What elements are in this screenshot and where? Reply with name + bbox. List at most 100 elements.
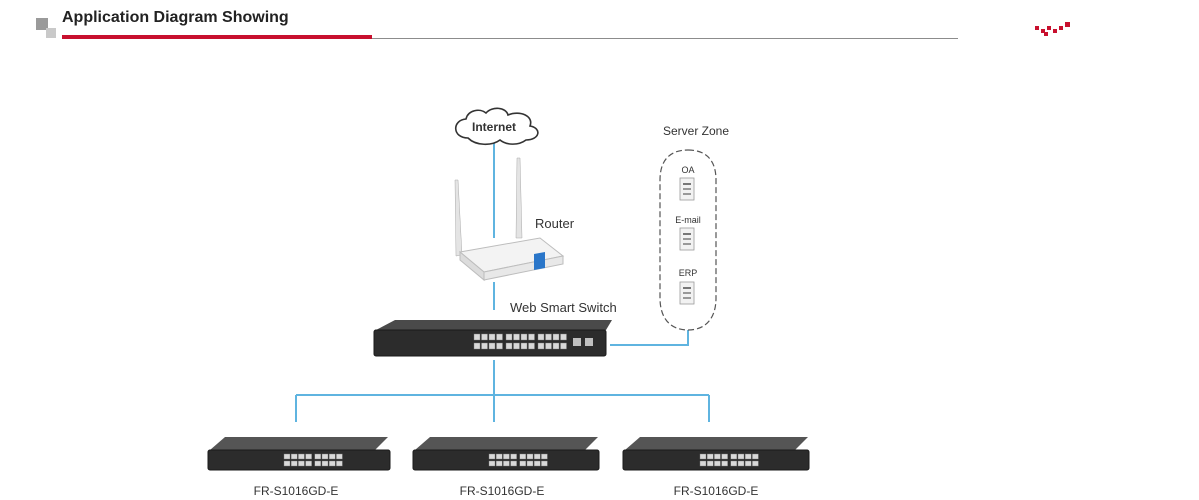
port bbox=[730, 453, 737, 460]
port bbox=[541, 460, 548, 467]
access-switch-3: FR-S1016GD-E bbox=[622, 437, 810, 498]
server-oa: OA bbox=[679, 165, 695, 201]
port bbox=[714, 453, 721, 460]
port bbox=[560, 333, 567, 341]
port bbox=[707, 453, 714, 460]
port bbox=[745, 460, 752, 467]
port bbox=[329, 460, 336, 467]
port bbox=[298, 460, 305, 467]
port bbox=[752, 453, 759, 460]
port bbox=[503, 453, 510, 460]
access-switch-3-icon bbox=[622, 437, 810, 471]
server-email-label: E-mail bbox=[675, 215, 701, 225]
router-label: Router bbox=[535, 216, 575, 231]
server-oa-icon bbox=[679, 177, 695, 201]
port bbox=[534, 460, 541, 467]
port bbox=[752, 460, 759, 467]
server-oa-label: OA bbox=[681, 165, 694, 175]
port bbox=[513, 333, 520, 341]
server-erp-label: ERP bbox=[679, 268, 698, 278]
access-switch-2-label: FR-S1016GD-E bbox=[460, 484, 545, 498]
port bbox=[513, 342, 520, 350]
server-zone bbox=[659, 149, 717, 331]
port bbox=[545, 333, 552, 341]
header-bullet-dark bbox=[36, 18, 48, 30]
port bbox=[503, 460, 510, 467]
port bbox=[707, 460, 714, 467]
port bbox=[721, 453, 728, 460]
port bbox=[496, 342, 503, 350]
port bbox=[520, 333, 528, 341]
server-erp: ERP bbox=[679, 268, 698, 305]
port bbox=[496, 333, 503, 341]
port bbox=[537, 333, 545, 341]
header-divider bbox=[372, 38, 958, 39]
access-switch-1-label: FR-S1016GD-E bbox=[254, 484, 339, 498]
port bbox=[305, 460, 312, 467]
port bbox=[314, 453, 321, 460]
core-switch-icon bbox=[373, 320, 612, 357]
port bbox=[552, 333, 560, 341]
port bbox=[488, 333, 496, 341]
port bbox=[560, 342, 567, 350]
port bbox=[291, 453, 298, 460]
port bbox=[730, 460, 737, 467]
server-zone-title: Server Zone bbox=[663, 124, 729, 138]
port bbox=[537, 342, 545, 350]
internet-label: Internet bbox=[472, 120, 516, 134]
port bbox=[552, 342, 560, 350]
server-email-icon bbox=[679, 227, 695, 251]
port bbox=[721, 460, 728, 467]
access-switch-2-icon bbox=[412, 437, 600, 471]
port bbox=[321, 453, 329, 460]
port bbox=[283, 460, 291, 467]
port bbox=[510, 460, 517, 467]
port bbox=[534, 453, 541, 460]
link-switch-server-zone bbox=[610, 330, 689, 346]
port bbox=[714, 460, 721, 467]
port bbox=[321, 460, 329, 467]
page-title: Application Diagram Showing bbox=[62, 9, 289, 26]
server-erp-icon bbox=[679, 281, 695, 305]
header-bullet-light bbox=[46, 28, 56, 38]
port bbox=[481, 333, 488, 341]
port bbox=[526, 460, 534, 467]
network-links bbox=[295, 140, 710, 422]
port bbox=[528, 342, 535, 350]
port bbox=[291, 460, 298, 467]
port bbox=[481, 342, 488, 350]
internet-cloud-icon: Internet bbox=[454, 107, 539, 146]
port bbox=[520, 342, 528, 350]
port bbox=[298, 453, 305, 460]
port bbox=[336, 453, 343, 460]
port bbox=[488, 453, 496, 460]
header-accent-rule bbox=[62, 35, 372, 39]
port bbox=[528, 333, 535, 341]
port bbox=[737, 453, 745, 460]
core-switch-label: Web Smart Switch bbox=[510, 300, 617, 315]
port bbox=[314, 460, 321, 467]
port bbox=[496, 453, 503, 460]
port bbox=[473, 342, 481, 350]
port bbox=[336, 460, 343, 467]
port bbox=[526, 453, 534, 460]
port bbox=[329, 453, 336, 460]
port bbox=[737, 460, 745, 467]
port bbox=[305, 453, 312, 460]
port bbox=[541, 453, 548, 460]
access-switch-2: FR-S1016GD-E bbox=[412, 437, 600, 498]
brand-logo-icon bbox=[1035, 22, 1070, 36]
port bbox=[488, 460, 496, 467]
port bbox=[505, 333, 513, 341]
access-switch-1: FR-S1016GD-E bbox=[207, 437, 391, 498]
port bbox=[510, 453, 517, 460]
server-email: E-mail bbox=[675, 215, 701, 251]
port bbox=[519, 453, 526, 460]
router-icon bbox=[454, 157, 565, 282]
access-switch-3-label: FR-S1016GD-E bbox=[674, 484, 759, 498]
access-switch-1-icon bbox=[207, 437, 391, 471]
port bbox=[505, 342, 513, 350]
port bbox=[283, 453, 291, 460]
port bbox=[473, 333, 481, 341]
